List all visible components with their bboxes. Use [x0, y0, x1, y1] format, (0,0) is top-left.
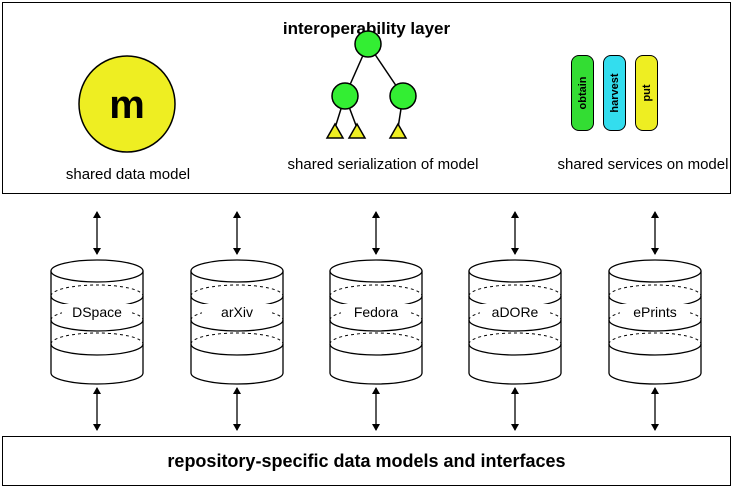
repository-layer-box: repository-specific data models and inte…	[2, 436, 731, 486]
repository-cylinder-adore	[468, 259, 562, 385]
repository-label-fedora: Fedora	[341, 304, 411, 320]
upper-arrows	[93, 211, 659, 255]
repository-layer-title: repository-specific data models and inte…	[167, 451, 566, 471]
repository-cylinder-eprints	[608, 259, 702, 385]
shared-data-model-caption: shared data model	[65, 166, 191, 183]
repository-label-adore: aDORe	[480, 304, 550, 320]
put-service-pill: put	[635, 55, 658, 131]
interoperability-layer-title: interoperability layer	[282, 19, 451, 38]
shared-serialization-caption: shared serialization of model	[287, 156, 479, 173]
obtain-service-pill: obtain	[571, 55, 594, 131]
lower-arrows	[93, 387, 659, 431]
repository-label-dspace: DSpace	[62, 304, 132, 320]
harvest-service-pill: harvest	[603, 55, 626, 131]
repository-label-eprints: ePrints	[620, 304, 690, 320]
shared-services-caption: shared services on model	[557, 156, 729, 173]
serialization-tree-icon	[325, 30, 417, 139]
data-model-circle	[78, 55, 176, 153]
repository-cylinder-arxiv	[190, 259, 284, 385]
data-model-symbol: m	[109, 83, 145, 127]
repository-cylinder-fedora	[329, 259, 423, 385]
repository-label-arxiv: arXiv	[202, 304, 272, 320]
repository-cylinder-dspace	[50, 259, 144, 385]
